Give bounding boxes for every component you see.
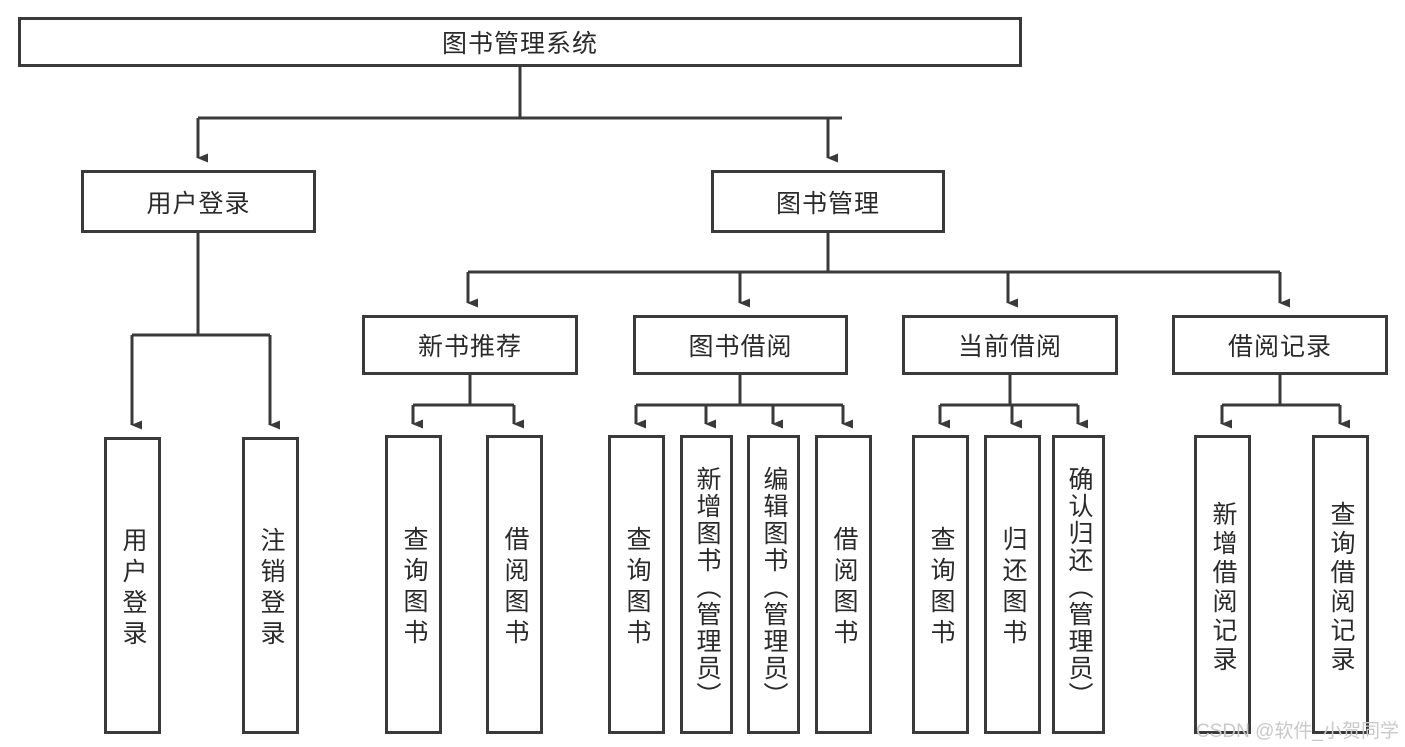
- node-current-borrow[interactable]: 当前借阅: [902, 315, 1118, 375]
- node-leaf-borrow-book-1[interactable]: 借阅图书: [486, 435, 543, 734]
- node-leaf-query-record-label: 查询借阅记录: [1327, 500, 1355, 675]
- node-leaf-query-book-1-label: 查询图书: [400, 525, 428, 650]
- node-leaf-borrow-book-2-label: 借阅图书: [830, 525, 858, 650]
- node-leaf-add-record[interactable]: 新增借阅记录: [1194, 435, 1251, 734]
- node-user-login[interactable]: 用户登录: [81, 170, 316, 233]
- node-leaf-return-book[interactable]: 归还图书: [984, 435, 1041, 734]
- node-borrow-record[interactable]: 借阅记录: [1172, 315, 1388, 375]
- node-current-borrow-label: 当前借阅: [957, 333, 1062, 361]
- node-leaf-user-logout[interactable]: 注销登录: [242, 437, 299, 734]
- node-leaf-edit-book-label: 编辑图书（管理员）: [760, 466, 788, 709]
- node-root[interactable]: 图书管理系统: [18, 17, 1022, 67]
- node-book-borrow[interactable]: 图书借阅: [633, 315, 848, 375]
- node-leaf-query-book-3-label: 查询图书: [927, 525, 955, 650]
- node-leaf-user-logout-label: 注销登录: [257, 526, 285, 651]
- node-leaf-query-book-2[interactable]: 查询图书: [608, 435, 665, 734]
- node-leaf-query-book-3[interactable]: 查询图书: [912, 435, 969, 734]
- node-leaf-borrow-book-2[interactable]: 借阅图书: [815, 435, 872, 734]
- node-leaf-add-book[interactable]: 新增图书（管理员）: [680, 435, 733, 734]
- node-leaf-user-login-label: 用户登录: [119, 526, 147, 651]
- node-user-login-label: 用户登录: [146, 189, 251, 218]
- node-borrow-record-label: 借阅记录: [1227, 333, 1332, 361]
- node-leaf-user-login[interactable]: 用户登录: [104, 437, 161, 734]
- node-leaf-edit-book[interactable]: 编辑图书（管理员）: [747, 435, 800, 734]
- node-book-manage[interactable]: 图书管理: [711, 170, 945, 233]
- node-leaf-borrow-book-1-label: 借阅图书: [501, 525, 529, 650]
- node-root-label: 图书管理系统: [441, 30, 598, 58]
- node-leaf-add-book-label: 新增图书（管理员）: [693, 466, 721, 709]
- node-book-manage-label: 图书管理: [775, 189, 880, 218]
- node-leaf-confirm-return-label: 确认归还（管理员）: [1065, 466, 1093, 709]
- node-book-borrow-label: 图书借阅: [688, 333, 793, 361]
- node-leaf-query-book-2-label: 查询图书: [623, 525, 651, 650]
- node-leaf-return-book-label: 归还图书: [999, 525, 1027, 650]
- node-new-book-recommend-label: 新书推荐: [417, 333, 522, 361]
- node-new-book-recommend[interactable]: 新书推荐: [362, 315, 578, 375]
- node-leaf-add-record-label: 新增借阅记录: [1209, 500, 1237, 675]
- node-leaf-confirm-return[interactable]: 确认归还（管理员）: [1052, 435, 1105, 734]
- node-leaf-query-book-1[interactable]: 查询图书: [385, 435, 442, 734]
- node-leaf-query-record[interactable]: 查询借阅记录: [1312, 435, 1369, 734]
- watermark: CSDN @软件_小贺同学: [1196, 721, 1399, 742]
